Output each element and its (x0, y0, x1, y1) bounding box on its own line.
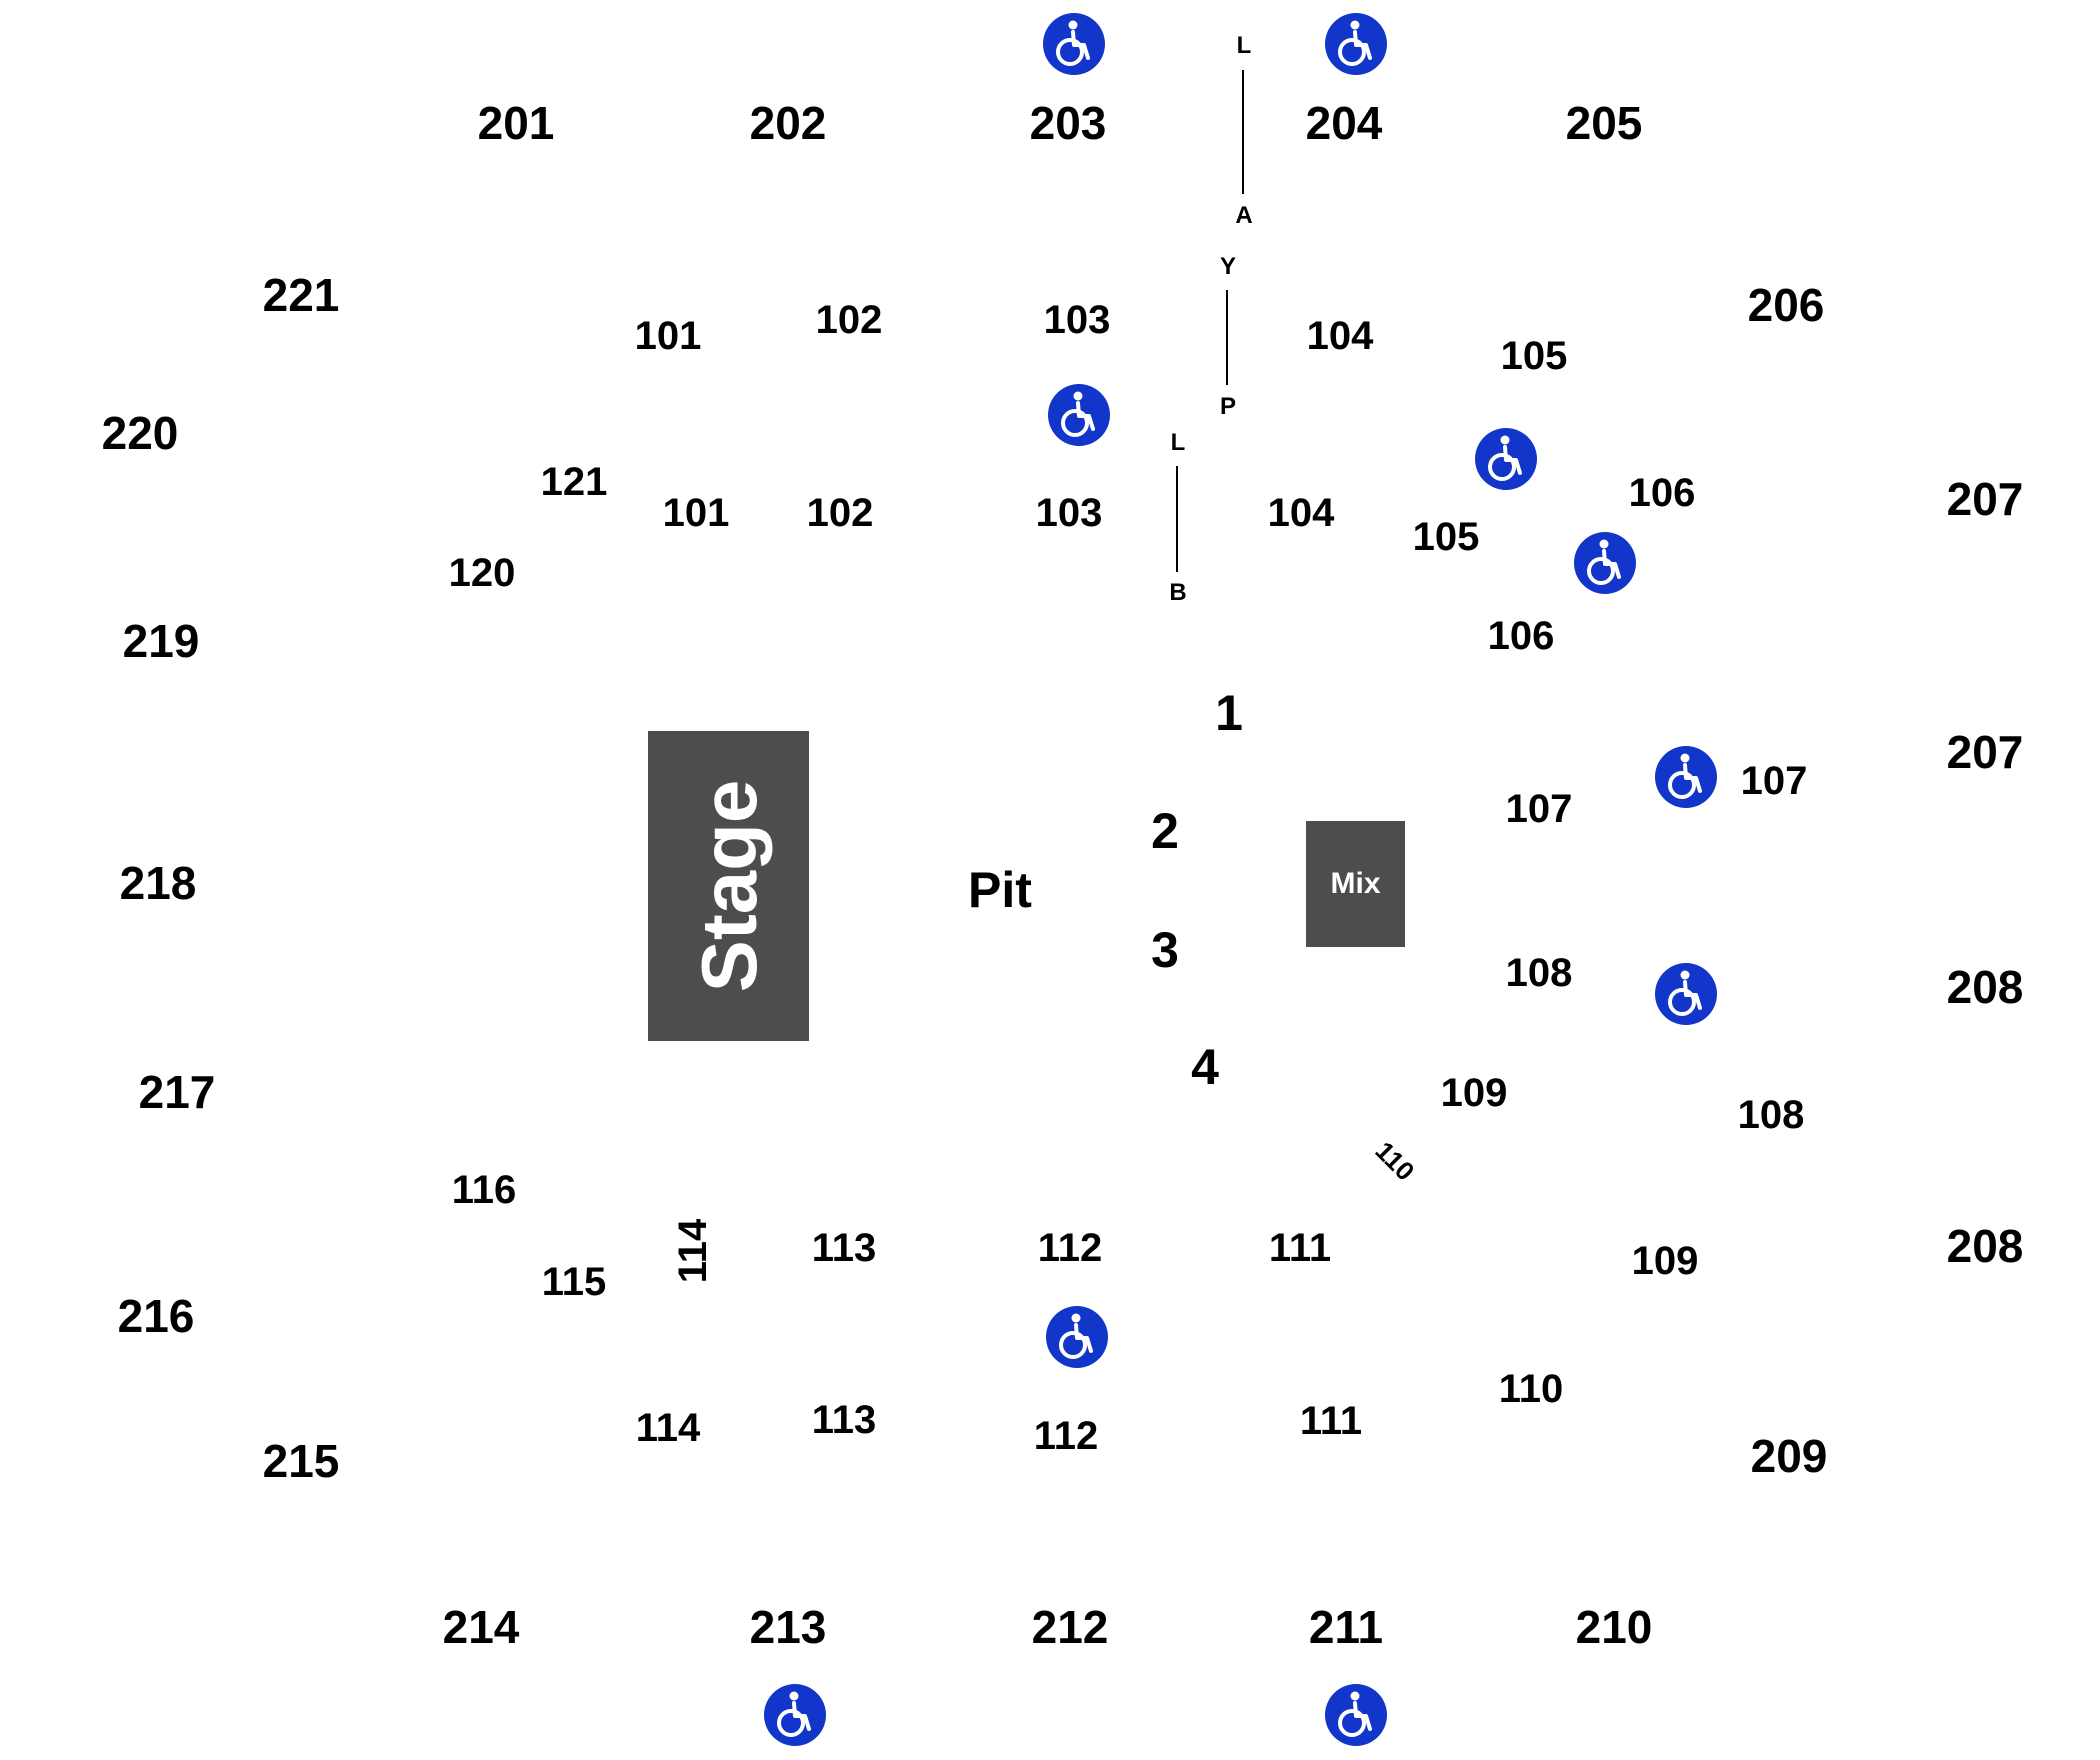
section-208-upper[interactable]: 208 (1946, 961, 2024, 1013)
section-107-front[interactable]: 107 (1505, 787, 1573, 831)
section-210[interactable]: 210 (1575, 1601, 1653, 1653)
section-120[interactable]: 120 (448, 551, 516, 595)
wheelchair-icon[interactable] (763, 1683, 827, 1747)
wheelchair-icon[interactable] (1324, 1683, 1388, 1747)
section-106-front[interactable]: 106 (1487, 614, 1555, 658)
section-107-back[interactable]: 107 (1740, 759, 1808, 803)
section-213[interactable]: 213 (749, 1601, 827, 1653)
mix-label: Mix (1330, 867, 1381, 900)
section-111-back[interactable]: 111 (1299, 1399, 1363, 1443)
row-range-top-label: Y (1219, 253, 1237, 280)
row-range-line (1176, 466, 1178, 572)
section-101-front[interactable]: 101 (662, 491, 730, 535)
section-108-front[interactable]: 108 (1505, 951, 1573, 995)
section-208-lower[interactable]: 208 (1946, 1220, 2024, 1272)
section-202[interactable]: 202 (749, 97, 827, 149)
section-207-upper[interactable]: 207 (1946, 473, 2024, 525)
section-103-back[interactable]: 103 (1043, 298, 1111, 342)
wheelchair-icon[interactable] (1042, 12, 1106, 76)
wheelchair-icon[interactable] (1654, 962, 1718, 1026)
section-106-back[interactable]: 106 (1628, 471, 1696, 515)
row-range-top-label: L (1236, 32, 1252, 59)
section-109-back[interactable]: 109 (1631, 1239, 1699, 1283)
row-range-bottom-label: A (1235, 202, 1253, 229)
stage-label: Stage (684, 779, 773, 993)
floor-section-1[interactable]: 1 (1215, 685, 1243, 741)
section-217[interactable]: 217 (138, 1066, 216, 1118)
section-112-front[interactable]: 112 (1037, 1226, 1103, 1270)
floor-section-2[interactable]: 2 (1151, 803, 1179, 859)
section-219[interactable]: 219 (122, 615, 200, 667)
section-108-back[interactable]: 108 (1737, 1093, 1805, 1137)
section-201[interactable]: 201 (477, 97, 555, 149)
section-203[interactable]: 203 (1029, 97, 1107, 149)
section-207-lower[interactable]: 207 (1946, 726, 2024, 778)
section-110-front[interactable]: 110 (1369, 1135, 1421, 1187)
section-105-back[interactable]: 105 (1500, 334, 1568, 378)
row-range-line (1242, 70, 1244, 194)
section-114-front[interactable]: 114 (671, 1218, 715, 1284)
section-109-front[interactable]: 109 (1440, 1071, 1508, 1115)
section-209[interactable]: 209 (1750, 1430, 1828, 1482)
wheelchair-icon[interactable] (1047, 383, 1111, 447)
section-113-front[interactable]: 113 (811, 1226, 877, 1270)
floor-section-3[interactable]: 3 (1151, 922, 1179, 978)
section-211[interactable]: 211 (1308, 1601, 1384, 1653)
mix-booth: Mix (1306, 821, 1405, 947)
section-214[interactable]: 214 (442, 1601, 520, 1653)
row-range-bottom-label: B (1169, 579, 1187, 606)
section-206[interactable]: 206 (1747, 279, 1825, 331)
section-215[interactable]: 215 (262, 1435, 340, 1487)
section-220[interactable]: 220 (101, 407, 179, 459)
wheelchair-icon[interactable] (1654, 745, 1718, 809)
wheelchair-icon[interactable] (1474, 427, 1538, 491)
section-216[interactable]: 216 (117, 1290, 195, 1342)
section-212[interactable]: 212 (1031, 1601, 1109, 1653)
section-116[interactable]: 116 (451, 1168, 517, 1212)
section-204[interactable]: 204 (1305, 97, 1383, 149)
section-101-back[interactable]: 101 (634, 314, 702, 358)
section-112-back[interactable]: 112 (1033, 1414, 1099, 1458)
wheelchair-icon[interactable] (1045, 1305, 1109, 1369)
stage: Stage (648, 731, 809, 1041)
section-113-back[interactable]: 113 (811, 1398, 877, 1442)
wheelchair-icon[interactable] (1573, 531, 1637, 595)
section-221[interactable]: 221 (262, 269, 340, 321)
section-104-back[interactable]: 104 (1306, 314, 1374, 358)
section-104-front[interactable]: 104 (1267, 491, 1335, 535)
section-121[interactable]: 121 (540, 460, 608, 504)
section-111-front[interactable]: 111 (1268, 1226, 1332, 1270)
pit-section[interactable]: Pit (968, 862, 1032, 918)
wheelchair-icon[interactable] (1324, 12, 1388, 76)
section-205[interactable]: 205 (1565, 97, 1643, 149)
section-103-front[interactable]: 103 (1035, 491, 1103, 535)
row-range-bottom-label: P (1219, 393, 1237, 420)
section-110-back[interactable]: 110 (1498, 1367, 1564, 1411)
row-range-top-label: L (1170, 429, 1186, 456)
row-range-line (1226, 290, 1228, 385)
section-102-back[interactable]: 102 (815, 298, 883, 342)
section-102-front[interactable]: 102 (806, 491, 874, 535)
section-115[interactable]: 115 (541, 1260, 607, 1304)
section-114-back[interactable]: 114 (635, 1406, 701, 1450)
section-218[interactable]: 218 (119, 857, 197, 909)
section-105-front[interactable]: 105 (1412, 515, 1480, 559)
floor-section-4[interactable]: 4 (1191, 1039, 1219, 1095)
